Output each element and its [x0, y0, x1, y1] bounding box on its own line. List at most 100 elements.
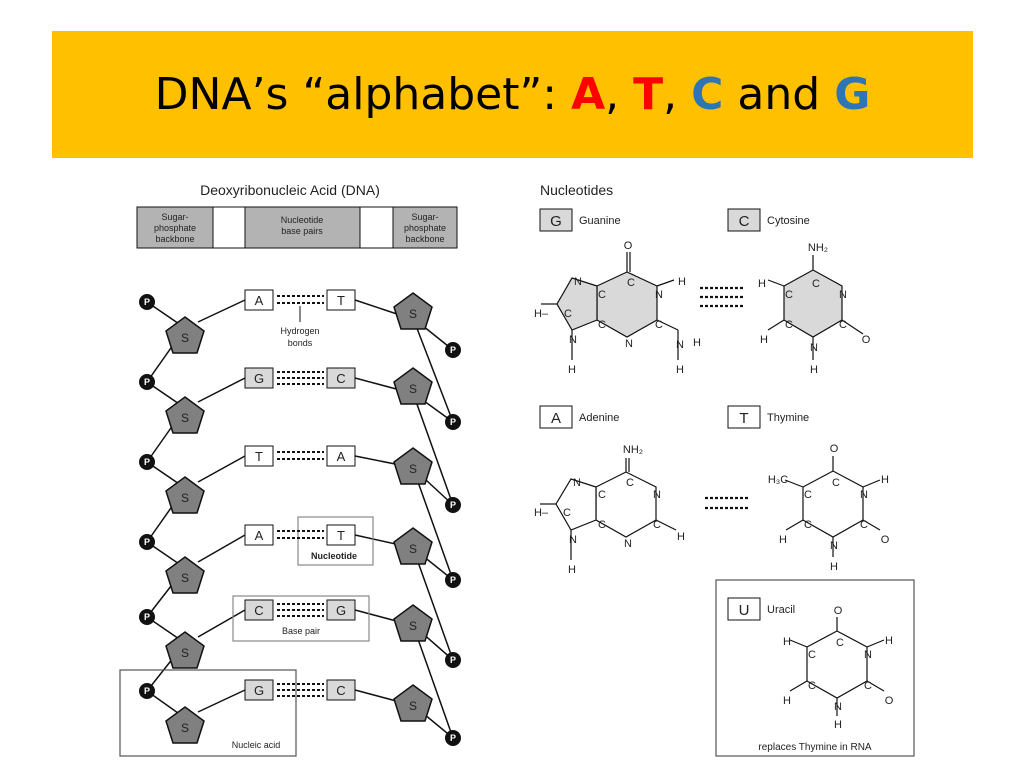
sugar-label: S: [181, 721, 189, 735]
atom-label: N: [810, 342, 818, 354]
key-backbone-label: backbone: [405, 234, 444, 244]
slide-title: DNA’s “alphabet”: A, T, C and G: [155, 69, 871, 120]
base-box: [326, 367, 356, 389]
phosphate-label: P: [450, 500, 456, 510]
key-backbone-label: phosphate: [404, 223, 446, 233]
atom-label: H–: [534, 507, 549, 519]
base-chip-letter: U: [739, 602, 750, 619]
atom-label: O: [862, 334, 871, 346]
phosphate-circle: [445, 342, 461, 358]
atom-label: N: [830, 540, 838, 552]
atom-label: H: [568, 364, 576, 376]
atom-label: H: [693, 337, 701, 349]
gc-hydrogen-bonds: [700, 286, 745, 308]
uracil-panel: [715, 579, 915, 757]
atom-label: H: [783, 636, 791, 648]
base-box: [244, 599, 274, 621]
base-name: Thymine: [767, 412, 809, 424]
phosphate-label: P: [450, 417, 456, 427]
atom-label: C: [832, 477, 840, 489]
base-name: Adenine: [579, 412, 619, 424]
atom-label: N: [864, 649, 872, 661]
base-letter: T: [337, 528, 345, 543]
atom-label: NH₂: [623, 444, 643, 456]
atom-label: O: [885, 695, 894, 707]
atom-label: H: [758, 278, 766, 290]
atom-label: O: [881, 534, 890, 546]
phosphate-label: P: [144, 457, 150, 467]
cytosine-structure: [767, 255, 864, 360]
atom-label: C: [860, 519, 868, 531]
base-chip-letter: T: [739, 410, 748, 427]
base-box: [244, 367, 274, 389]
atom-label: N: [569, 534, 577, 546]
base-box: [244, 524, 274, 546]
hydrogen-bonds: [277, 295, 324, 697]
atom-label: N: [573, 477, 581, 489]
atom-label: N: [676, 339, 684, 351]
base-letter: C: [336, 683, 345, 698]
atom-label: C: [785, 319, 793, 331]
sugar-label: S: [181, 646, 189, 660]
phosphate-circle: [139, 374, 155, 390]
atom-label: C: [804, 519, 812, 531]
atom-label: O: [834, 605, 843, 617]
phosphate-circle: [139, 609, 155, 625]
atom-label: C: [655, 319, 663, 331]
key-pairs-label: base pairs: [281, 226, 323, 236]
phosphate-label: P: [144, 612, 150, 622]
title-banner: DNA’s “alphabet”: A, T, C and G: [52, 31, 973, 158]
sugar-label: S: [409, 462, 417, 476]
left-sugars: [165, 316, 205, 744]
right-backbone: [411, 315, 455, 741]
sugar-label: S: [181, 491, 189, 505]
phosphate-label: P: [144, 537, 150, 547]
base-name: Guanine: [579, 215, 621, 227]
atom-label: O: [624, 240, 633, 252]
phosphate-circle: [445, 497, 461, 513]
phosphate-label: P: [144, 377, 150, 387]
title-separator: ,: [663, 69, 692, 120]
atom-label: H: [568, 564, 576, 576]
atom-label: H: [678, 276, 686, 288]
phosphate-circle: [139, 454, 155, 470]
atom-label: N: [839, 289, 847, 301]
atom-label: N: [655, 289, 663, 301]
at-hydrogen-bonds: [705, 496, 748, 510]
atom-label: C: [864, 680, 872, 692]
base-letter: T: [255, 449, 263, 464]
title-letter-g: G: [834, 69, 871, 120]
base-box: [326, 445, 356, 467]
base-chip: [539, 405, 573, 429]
atom-label: N: [653, 489, 661, 501]
base-chip: [727, 405, 761, 429]
atom-label: C: [785, 289, 793, 301]
title-separator: and: [723, 69, 835, 120]
sugar-label: S: [409, 619, 417, 633]
base-letter: A: [255, 293, 264, 308]
phosphate-circle: [445, 652, 461, 668]
atom-label: N: [834, 701, 842, 713]
phosphate-circle: [445, 730, 461, 746]
adenine-structure: [540, 458, 677, 560]
atom-label: N: [574, 276, 582, 288]
key-backbone-label: Sugar-: [161, 212, 188, 222]
atom-label: H: [779, 534, 787, 546]
uracil-structure: [789, 617, 885, 716]
base-pair-highlight: [232, 595, 370, 642]
nucleotides-heading: Nucleotides: [540, 182, 613, 198]
key-backbone-label: backbone: [155, 234, 194, 244]
base-box: [326, 599, 356, 621]
key-backbone-label: Sugar-: [411, 212, 438, 222]
base-chip: [727, 597, 761, 621]
atom-label: C: [563, 507, 571, 519]
base-name: Cytosine: [767, 215, 810, 227]
base-letter: A: [337, 449, 346, 464]
phosphate-label: P: [144, 297, 150, 307]
atom-label: H: [677, 531, 685, 543]
phosphate-circle: [139, 683, 155, 699]
base-box: [326, 289, 356, 311]
title-separator: ,: [605, 69, 634, 120]
base-rungs: [244, 289, 356, 701]
base-legend: [539, 208, 761, 621]
